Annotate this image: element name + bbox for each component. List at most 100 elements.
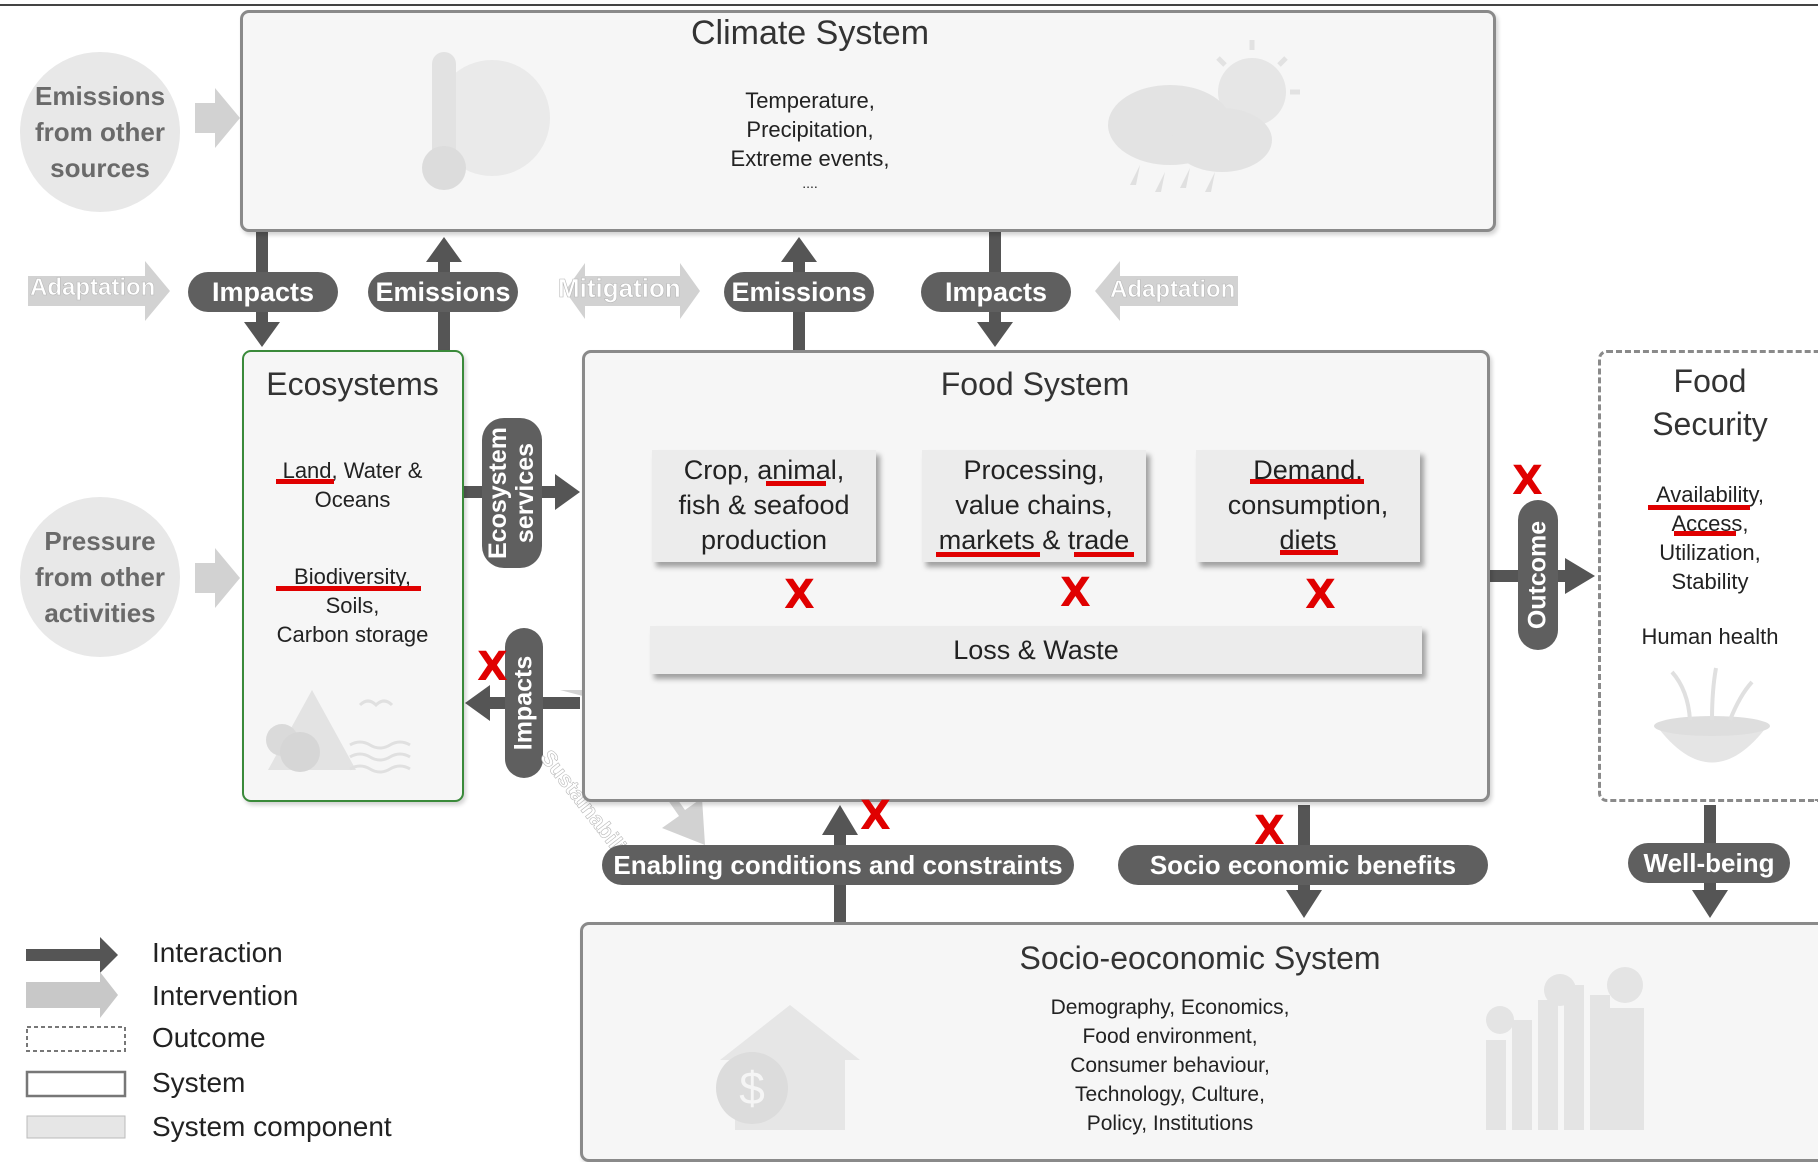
impacts-vertical-pill: Impacts [505, 628, 543, 778]
ecosystems-land: Land, [282, 458, 338, 483]
climate-var-temperature: Temperature, [745, 88, 875, 113]
food-security-title-line2: Security [1652, 406, 1768, 442]
wellbeing-pill: Well-being [1628, 843, 1790, 883]
production-component: Crop, animal, fish & seafood production [652, 450, 876, 562]
outcome-pill: Outcome [1518, 500, 1558, 650]
adaptation-right-arrow [1095, 261, 1238, 321]
socio-economic-factors: Demography, Economics, Food environment,… [1000, 993, 1340, 1138]
production-crop: Crop, [683, 455, 758, 485]
emissions-other-sources-label: Emissions from other sources [35, 81, 166, 183]
legend-interaction: Interaction [152, 937, 283, 968]
x-mark-demand-loss: X [1305, 572, 1336, 618]
emissions-left-pill: Emissions [368, 272, 518, 312]
emissions-other-arrow [195, 88, 240, 148]
underline-biodiversity [276, 586, 421, 591]
ecosystems-resources: Land, Water & Oceans [250, 456, 455, 514]
loss-waste-component: Loss & Waste [650, 626, 1422, 674]
socio-factor-4: Technology, Culture, [1075, 1083, 1265, 1106]
impacts-left-head [244, 322, 280, 347]
underline-trade [1074, 552, 1134, 557]
ecosystem-services-label: Ecosystem services [484, 426, 539, 560]
impacts-vertical-label: Impacts [509, 655, 538, 751]
pressure-other-activities-circle: Pressure from other activities [20, 497, 180, 657]
socio-benefits-head [1286, 890, 1322, 918]
x-mark-production-loss: X [784, 572, 815, 618]
processing-amp: & [1034, 525, 1068, 555]
wellbeing-head [1692, 890, 1728, 918]
underline-diets [1280, 550, 1338, 555]
legend-system-component: System component [152, 1111, 392, 1142]
pressure-other-activities-label: Pressure from other activities [35, 526, 165, 628]
underline-markets [936, 552, 1040, 557]
impacts-right-head [977, 322, 1013, 347]
processing-component: Processing, value chains, markets & trad… [922, 450, 1146, 562]
mitigation-arrow [565, 263, 700, 319]
food-system-box [582, 350, 1490, 802]
climate-var-more: .... [802, 175, 818, 191]
processing-label: Processing, [963, 455, 1105, 485]
underline-availability [1648, 505, 1750, 510]
underline-animal [766, 481, 826, 486]
processing-markets: markets [938, 525, 1035, 555]
demand-consumption: consumption, [1227, 490, 1389, 520]
food-security-title: Food Security [1600, 360, 1818, 446]
processing-value-chains: value chains, [955, 490, 1113, 520]
climate-var-extreme: Extreme events, [730, 146, 890, 171]
emissions-right-pill: Emissions [724, 272, 874, 312]
socio-factor-1: Demography, Economics, [1050, 996, 1290, 1019]
production-label: production [700, 525, 828, 555]
impacts-right-pill: Impacts [921, 272, 1071, 312]
food-security-utilization: Utilization, [1659, 540, 1761, 565]
adaptation-left-arrow [28, 261, 170, 321]
emissions-left-head [426, 237, 462, 262]
ecoservices-head [555, 474, 580, 510]
ecosystems-water: Water & [337, 458, 423, 483]
demand-component: Demand, consumption, diets [1196, 450, 1420, 562]
climate-variables: Temperature, Precipitation, Extreme even… [660, 86, 960, 193]
socio-factor-3: Consumer behaviour, [1070, 1054, 1270, 1077]
food-security-availability: Availability, [1655, 482, 1764, 507]
x-mark-processing-loss: X [1060, 570, 1091, 616]
adaptation-left-label: Adaptation [30, 274, 156, 302]
x-mark-impacts-ecosystems: X [477, 644, 508, 690]
sustainability-arrow [560, 690, 705, 845]
x-mark-socio-benefits: X [1254, 808, 1285, 854]
underline-land [276, 479, 334, 484]
processing-trade: trade [1067, 525, 1130, 555]
food-security-health: Human health [1641, 624, 1779, 649]
outcome-head [1565, 558, 1595, 594]
production-animal: animal [757, 455, 837, 485]
underline-demand [1250, 479, 1364, 484]
underline-access [1674, 531, 1736, 536]
ecosystem-services-pill: Ecosystem services [482, 418, 542, 568]
x-mark-outcome: X [1512, 458, 1543, 504]
climate-var-precipitation: Precipitation, [746, 117, 874, 142]
x-mark-enabling: X [860, 793, 891, 839]
ecosystems-carbon: Carbon storage [276, 622, 429, 647]
mitigation-label: Mitigation [558, 273, 681, 304]
impacts-back-head [465, 685, 490, 721]
legend-outcome: Outcome [152, 1022, 266, 1053]
socio-factor-5: Policy, Institutions [1086, 1112, 1254, 1135]
emissions-right-head [781, 237, 817, 262]
enabling-head [822, 805, 858, 835]
adaptation-right-label: Adaptation [1110, 276, 1236, 304]
socio-factor-2: Food environment, [1082, 1025, 1258, 1048]
climate-system-title: Climate System [690, 14, 930, 52]
food-security-stability: Stability [1671, 569, 1749, 594]
ecosystems-oceans: Oceans [314, 487, 391, 512]
outcome-label: Outcome [1523, 520, 1552, 630]
socio-benefits-pill: Socio economic benefits [1118, 845, 1488, 885]
socio-economic-title: Socio-eoconomic System [1019, 940, 1381, 976]
ecosystems-functions: Biodiversity, Soils, Carbon storage [250, 562, 455, 649]
impacts-left-pill: Impacts [188, 272, 338, 312]
food-security-title-line1: Food [1673, 363, 1747, 399]
ecosystems-soils: Soils, [325, 593, 380, 618]
enabling-conditions-pill: Enabling conditions and constraints [602, 845, 1074, 885]
production-fish: fish & seafood [678, 490, 850, 520]
production-comma: , [836, 455, 845, 485]
legend-intervention: Intervention [152, 980, 299, 1011]
emissions-other-sources-circle: Emissions from other sources [20, 52, 180, 212]
legend-system: System [152, 1067, 246, 1098]
food-security-pillars: Availability, Access, Utilization, Stabi… [1600, 480, 1818, 596]
